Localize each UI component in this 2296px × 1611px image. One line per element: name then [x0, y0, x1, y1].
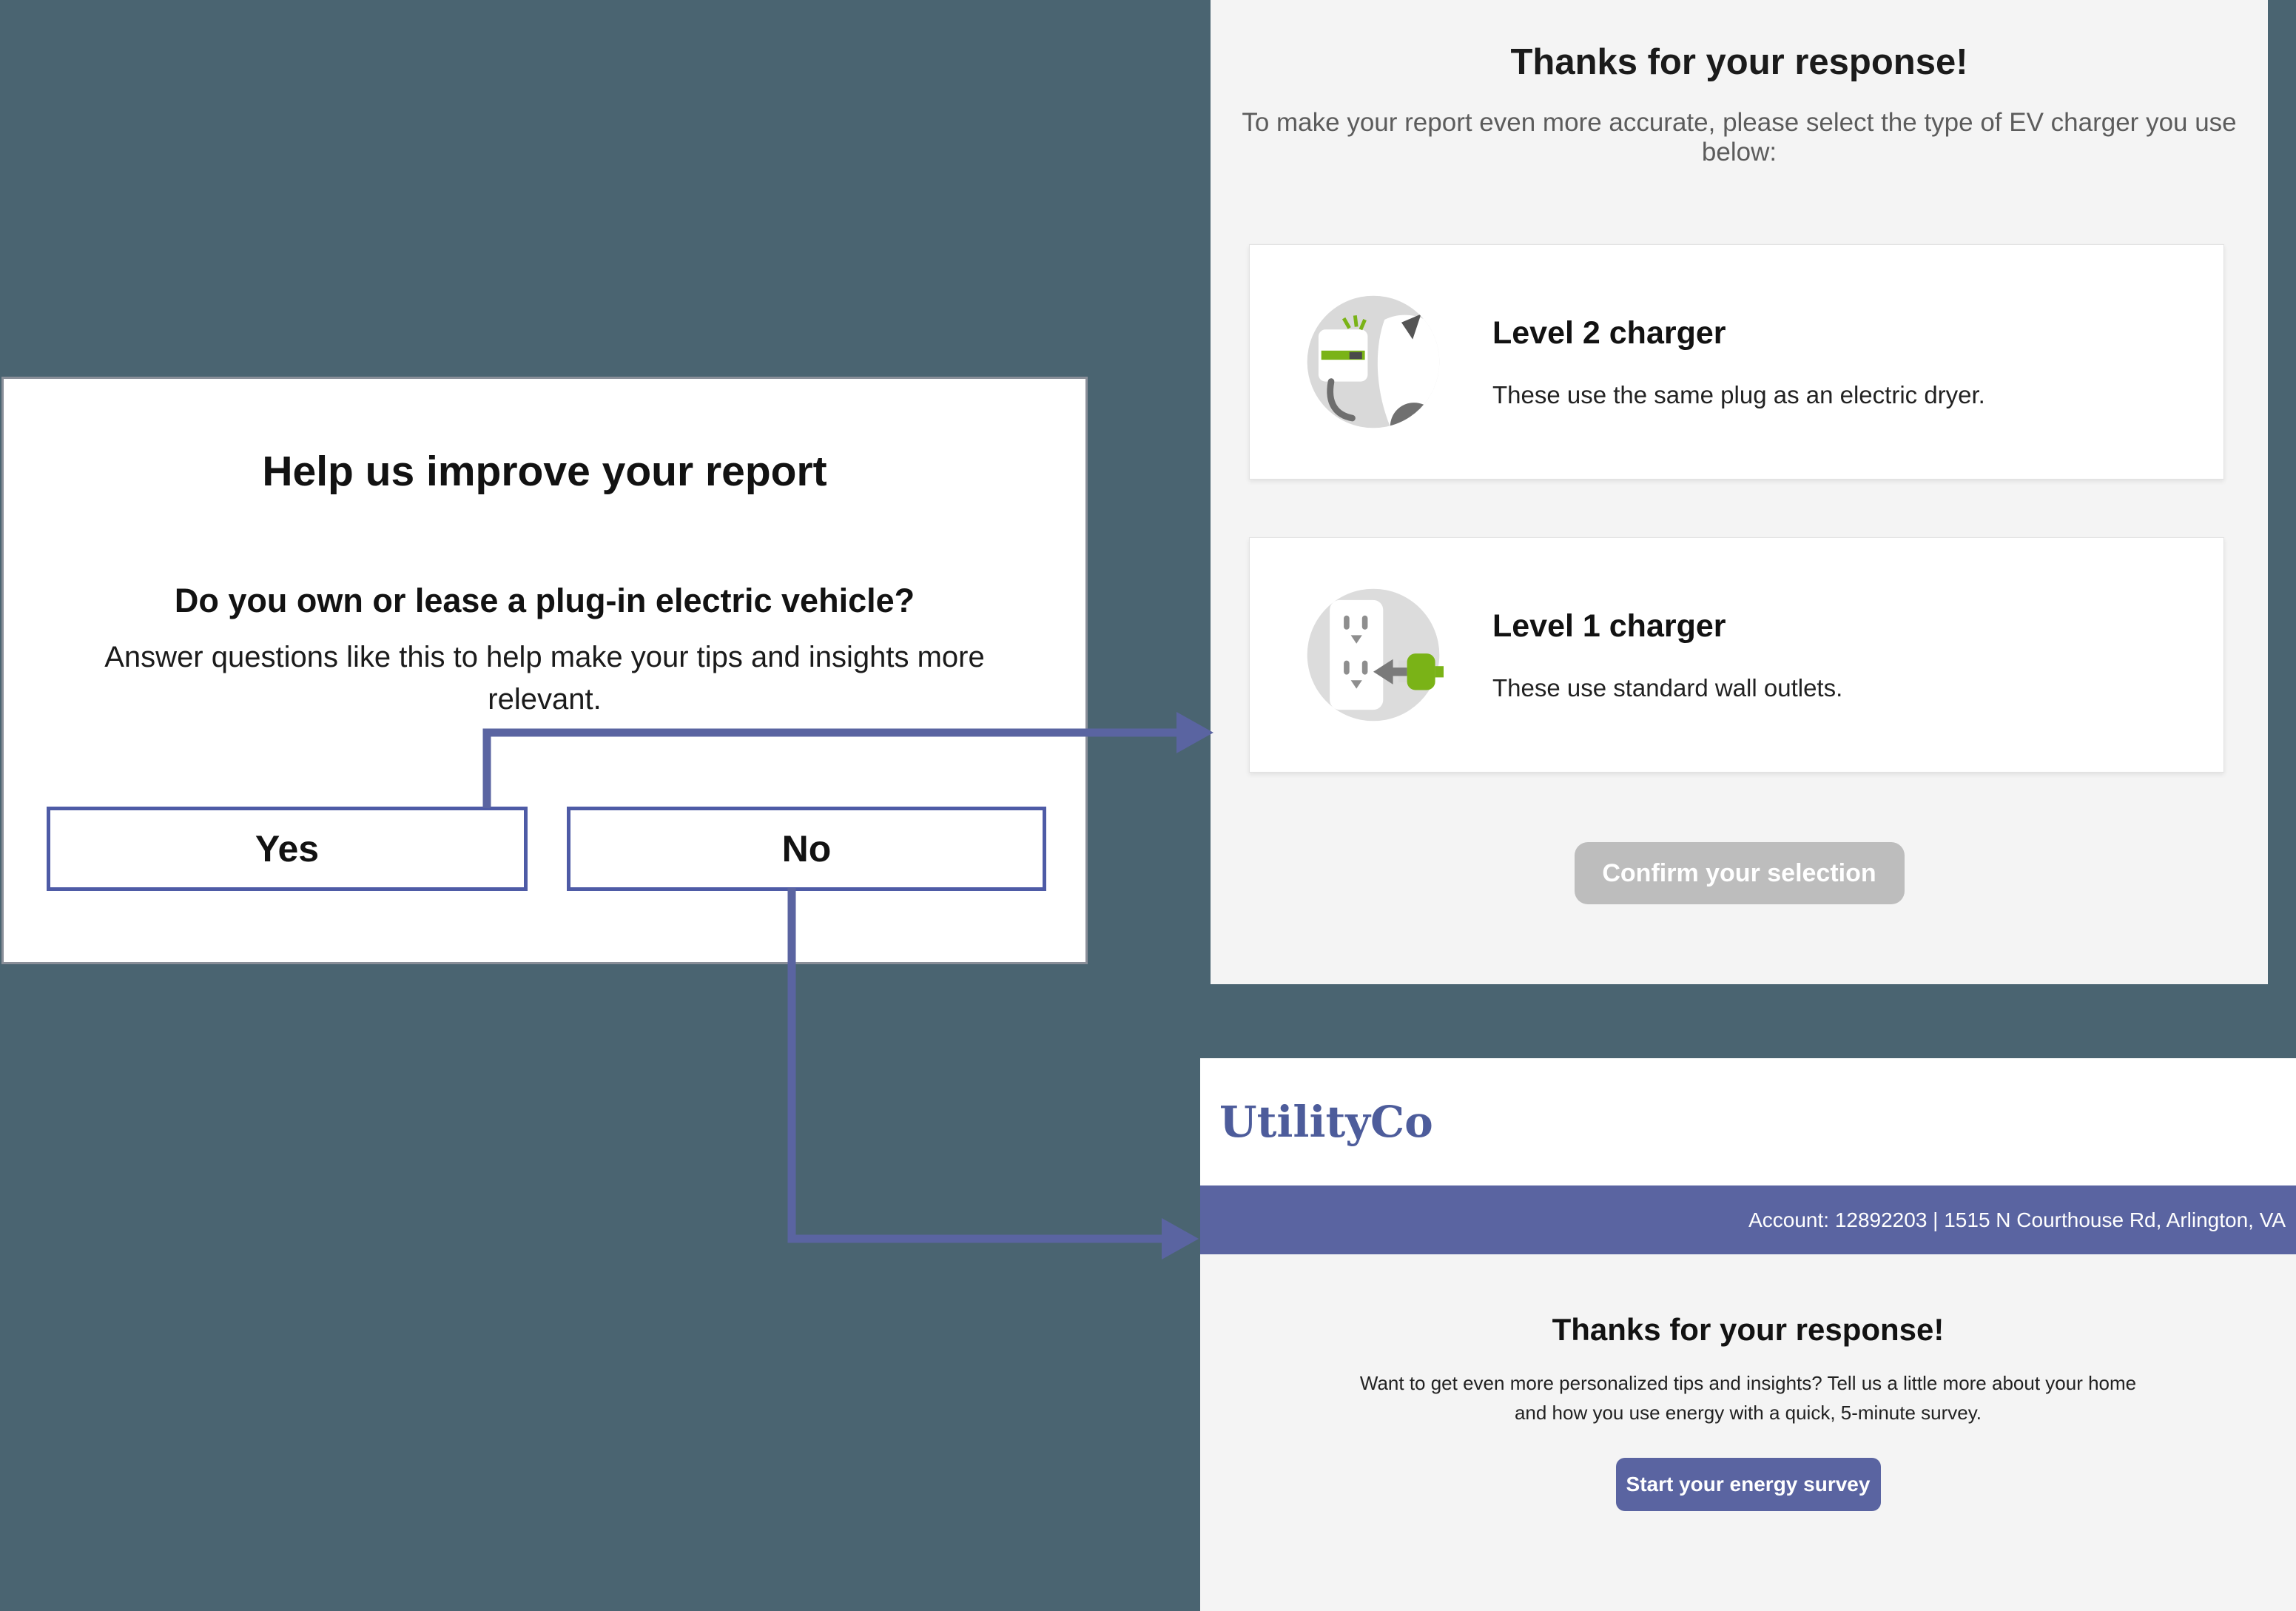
- utilityco-logo: UtilityCo: [1219, 1097, 1433, 1147]
- card-title: Level 2 charger: [1492, 315, 1726, 351]
- charger-panel-title: Thanks for your response!: [1510, 42, 1968, 82]
- card-description: These use standard wall outlets.: [1492, 673, 1843, 702]
- dialog-question: Do you own or lease a plug-in electric v…: [174, 582, 915, 619]
- improve-report-dialog: Help us improve your report Do you own o…: [1, 377, 1088, 964]
- account-info: Account: 12892203 | 1515 N Courthouse Rd…: [1748, 1208, 2286, 1231]
- confirm-selection-button[interactable]: Confirm your selection: [1574, 842, 1905, 904]
- survey-email-panel: UtilityCo Account: 12892203 | 1515 N Cou…: [1200, 1058, 2296, 1611]
- email-header: UtilityCo: [1200, 1058, 2296, 1185]
- charger-selection-panel: Thanks for your response! To make your r…: [1211, 0, 2268, 984]
- yes-arrowhead: [1176, 712, 1213, 753]
- email-title: Thanks for your response!: [1552, 1312, 1945, 1347]
- level-1-charger-card[interactable]: Level 1 charger These use standard wall …: [1249, 537, 2224, 773]
- dialog-subtext: Answer questions like this to help make …: [104, 641, 985, 716]
- dialog-title: Help us improve your report: [262, 448, 827, 495]
- no-arrowhead: [1162, 1218, 1199, 1259]
- level-2-charger-card[interactable]: Level 2 charger These use the same plug …: [1249, 244, 2224, 480]
- level-2-charger-icon: [1303, 292, 1444, 432]
- level-2-card-text: Level 2 charger These use the same plug …: [1492, 315, 1985, 409]
- card-title: Level 1 charger: [1492, 608, 1726, 644]
- level-1-card-text: Level 1 charger These use standard wall …: [1492, 608, 1842, 702]
- no-button[interactable]: No: [567, 807, 1046, 891]
- charger-panel-subtitle: To make your report even more accurate, …: [1242, 108, 2237, 167]
- account-bar: Account: 12892203 | 1515 N Courthouse Rd…: [1200, 1185, 2296, 1254]
- card-description: These use the same plug as an electric d…: [1492, 380, 1985, 408]
- email-body-text: Want to get even more personalized tips …: [1359, 1372, 2137, 1425]
- level-1-charger-icon: [1303, 585, 1444, 725]
- start-survey-button[interactable]: Start your energy survey: [1615, 1457, 1881, 1511]
- yes-button[interactable]: Yes: [47, 807, 528, 891]
